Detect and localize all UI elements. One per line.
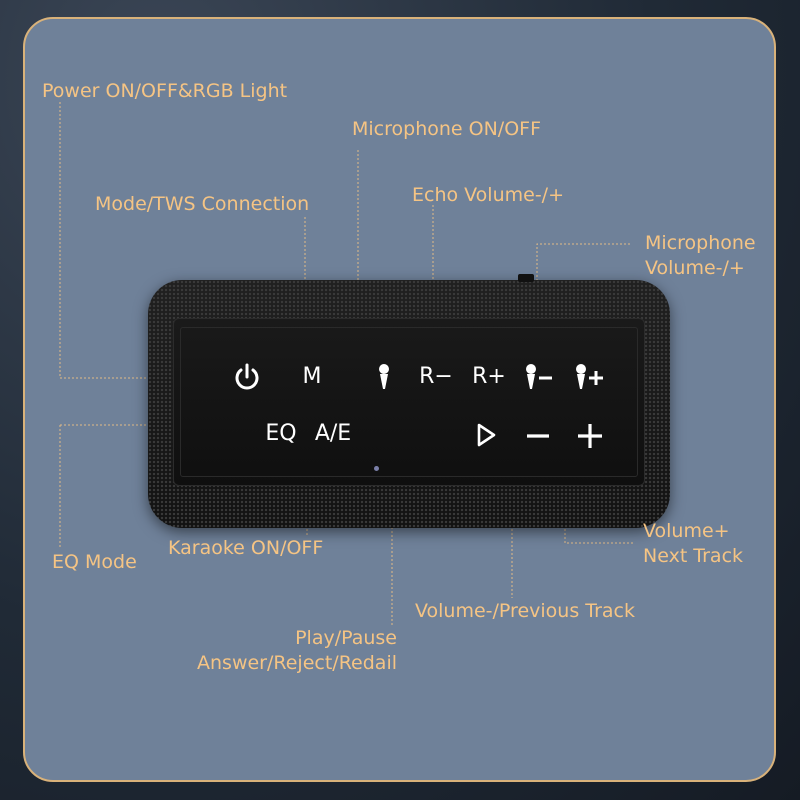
- label-karaoke: Karaoke ON/OFF: [168, 537, 324, 559]
- eq-key-label: EQ: [265, 421, 297, 446]
- play-button[interactable]: [472, 421, 500, 449]
- minus-icon: [527, 434, 549, 438]
- label-volume-plus-line1: Volume+: [643, 520, 730, 542]
- label-play-line2: Answer/Reject/Redail: [197, 652, 397, 674]
- label-mic-volume-line1: Microphone: [645, 232, 756, 254]
- microphone-led: [374, 466, 379, 471]
- volume-minus-button[interactable]: [524, 421, 552, 449]
- control-panel-inset: [180, 327, 638, 477]
- plus-icon: [578, 424, 602, 448]
- mic-minus-icon: [526, 364, 552, 389]
- mic-volume-minus-button[interactable]: [522, 363, 558, 391]
- echo-minus-button[interactable]: R−: [414, 363, 458, 391]
- ae-key-label: A/E: [314, 421, 352, 446]
- echo-minus-label: R−: [419, 364, 453, 389]
- volume-plus-button[interactable]: [575, 421, 605, 451]
- power-icon: [235, 363, 259, 390]
- play-icon: [477, 423, 496, 447]
- karaoke-button[interactable]: A/E: [310, 420, 356, 448]
- echo-plus-button[interactable]: R+: [467, 363, 511, 391]
- eq-button[interactable]: EQ: [258, 420, 304, 448]
- label-volume-minus: Volume-/Previous Track: [415, 600, 635, 622]
- aux-port: [518, 274, 534, 282]
- power-button[interactable]: [232, 362, 262, 392]
- speaker-body: M R− R+: [148, 274, 670, 528]
- label-mic-volume-line2: Volume-/+: [645, 257, 745, 279]
- mic-volume-plus-button[interactable]: [572, 363, 608, 391]
- control-panel: M R− R+: [173, 318, 645, 486]
- leader-power: [59, 102, 256, 379]
- label-power: Power ON/OFF&RGB Light: [42, 80, 288, 102]
- mic-plus-icon: [576, 364, 603, 389]
- label-mode: Mode/TWS Connection: [95, 193, 310, 215]
- microphone-button[interactable]: [374, 363, 394, 391]
- label-play-line1: Play/Pause: [295, 627, 397, 649]
- microphone-icon: [379, 364, 389, 389]
- label-eq-mode: EQ Mode: [52, 551, 137, 573]
- echo-plus-label: R+: [472, 364, 506, 389]
- label-volume-plus-line2: Next Track: [643, 545, 744, 567]
- mode-button[interactable]: M: [292, 363, 332, 391]
- label-echo-volume: Echo Volume-/+: [412, 184, 564, 206]
- label-microphone-onoff: Microphone ON/OFF: [352, 118, 542, 140]
- mode-key-label: M: [302, 364, 322, 389]
